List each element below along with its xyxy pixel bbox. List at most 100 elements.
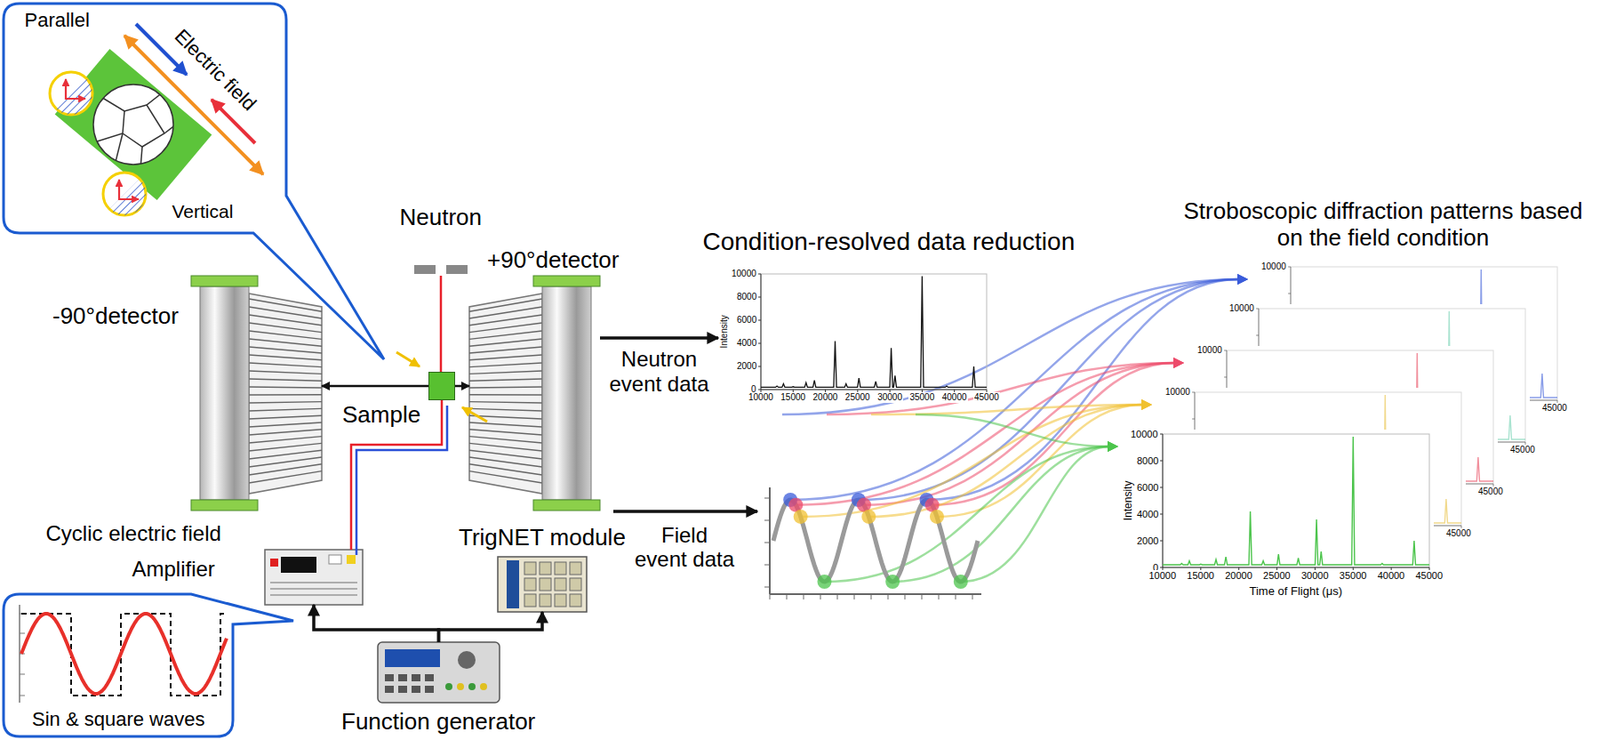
chart-tick (1160, 487, 1163, 488)
node-label: Parallel (24, 8, 90, 32)
chart-tick (758, 389, 761, 391)
tick-label: 40000 (1376, 569, 1407, 582)
wave-tick (803, 593, 805, 600)
chart-tick (1256, 335, 1259, 336)
trignet-slot (524, 561, 536, 575)
diffraction-chart: Intensity (718, 266, 992, 409)
chart-tick (758, 343, 761, 344)
tick-label: 6000 (1136, 481, 1160, 494)
connector (313, 604, 440, 642)
tick-label: 10000 (1260, 261, 1288, 272)
tick-label: 10000 (1196, 344, 1224, 356)
tick-label: 10000 (1148, 569, 1178, 582)
chart-frame (760, 273, 987, 390)
detector-fin (469, 471, 543, 483)
tick-label: 40000 (941, 392, 968, 403)
tick-label: 2000 (1136, 535, 1160, 547)
detector-fin (248, 322, 322, 333)
wave-axis (769, 592, 982, 595)
node-label: Electric field (169, 24, 261, 115)
heading-label: Condition-resolved data reduction (703, 227, 1076, 256)
chart-tick (1224, 350, 1227, 352)
detector-fin (248, 354, 322, 360)
tick-label: 25000 (1262, 569, 1292, 582)
detector-fin (469, 386, 543, 388)
chart-tick (1160, 567, 1163, 568)
amplifier-button (270, 558, 279, 567)
grain-boundary (146, 104, 165, 134)
condition-curve (932, 362, 1176, 505)
generator-knob (457, 650, 476, 669)
detector-fin (248, 370, 322, 374)
field-pointer (396, 352, 420, 367)
callout-bubble (3, 3, 384, 360)
chart-tick (1160, 540, 1163, 542)
callout-bubble (3, 593, 294, 736)
detector-cap (533, 275, 600, 287)
detector-fin (469, 322, 543, 333)
wave-tick (837, 593, 839, 600)
detector-fin (469, 393, 543, 396)
generator-body (377, 641, 500, 703)
neutron-slit (446, 264, 468, 274)
generator-key (424, 685, 434, 693)
tick-label: 8000 (1136, 455, 1160, 467)
detector-fin (248, 378, 322, 381)
trignet-slot (569, 593, 582, 607)
domain-hatch (109, 178, 146, 216)
detector-fins (469, 293, 543, 494)
chart-tick (758, 320, 761, 321)
connector (600, 337, 719, 339)
axis-arrows (65, 79, 86, 99)
amplifier-body (264, 549, 363, 605)
field-wave (773, 499, 978, 582)
condition-arrow-head (1107, 440, 1119, 452)
node-label: +90°detector (487, 247, 619, 274)
detector-fin (469, 408, 543, 411)
wave-tick (19, 632, 25, 634)
function-generator: Function generator (377, 641, 500, 703)
chart-tick (758, 366, 761, 368)
domain-circle (49, 72, 93, 115)
chart-tick (1192, 392, 1195, 393)
node-label: Time of Flight (μs) (1249, 584, 1344, 599)
tick-label: 2000 (736, 360, 758, 372)
tick-label: 45000 (1477, 486, 1504, 497)
grain-boundary (122, 124, 176, 147)
wave-tick (955, 593, 957, 600)
node-label: Vertical (172, 200, 234, 223)
detector-fin (248, 330, 322, 339)
tick-label: 10000 (1228, 303, 1256, 314)
condition-arrow-head (1141, 399, 1152, 410)
trignet-slot (539, 593, 552, 607)
tick-label: 6000 (736, 314, 758, 326)
detector-fin (248, 471, 322, 483)
tick-label: 20000 (812, 392, 840, 403)
condition-arrow-head (1237, 273, 1248, 285)
condition-arrow-head (1107, 440, 1119, 452)
wave-tick (820, 593, 822, 600)
grain-boundary (113, 133, 123, 169)
node-label: Function generator (341, 708, 536, 736)
detector: -90°detector (191, 275, 322, 511)
amplifier-vent (270, 593, 358, 596)
detector-fins (248, 293, 322, 494)
trignet-slot (554, 561, 567, 575)
grain-boundary (140, 146, 143, 169)
trignet-slot (539, 577, 552, 591)
node-label: Intensity (718, 314, 729, 348)
generator-key (398, 673, 408, 681)
detector-fin (248, 442, 322, 451)
condition-arrow-head (1173, 357, 1184, 368)
domain-hatch (56, 78, 93, 115)
sample: Sample (428, 371, 456, 400)
condition-arrow-head (1237, 273, 1248, 285)
connector-line (600, 336, 719, 340)
tick-label: 15000 (1185, 569, 1216, 582)
tick-label: 35000 (1338, 569, 1368, 582)
condition-dot (953, 574, 968, 589)
callout-box: Sin & square waves (3, 593, 233, 736)
trignet-module: TrigNET module (497, 556, 587, 612)
detector-cap (191, 499, 258, 511)
connector-line (440, 275, 443, 372)
